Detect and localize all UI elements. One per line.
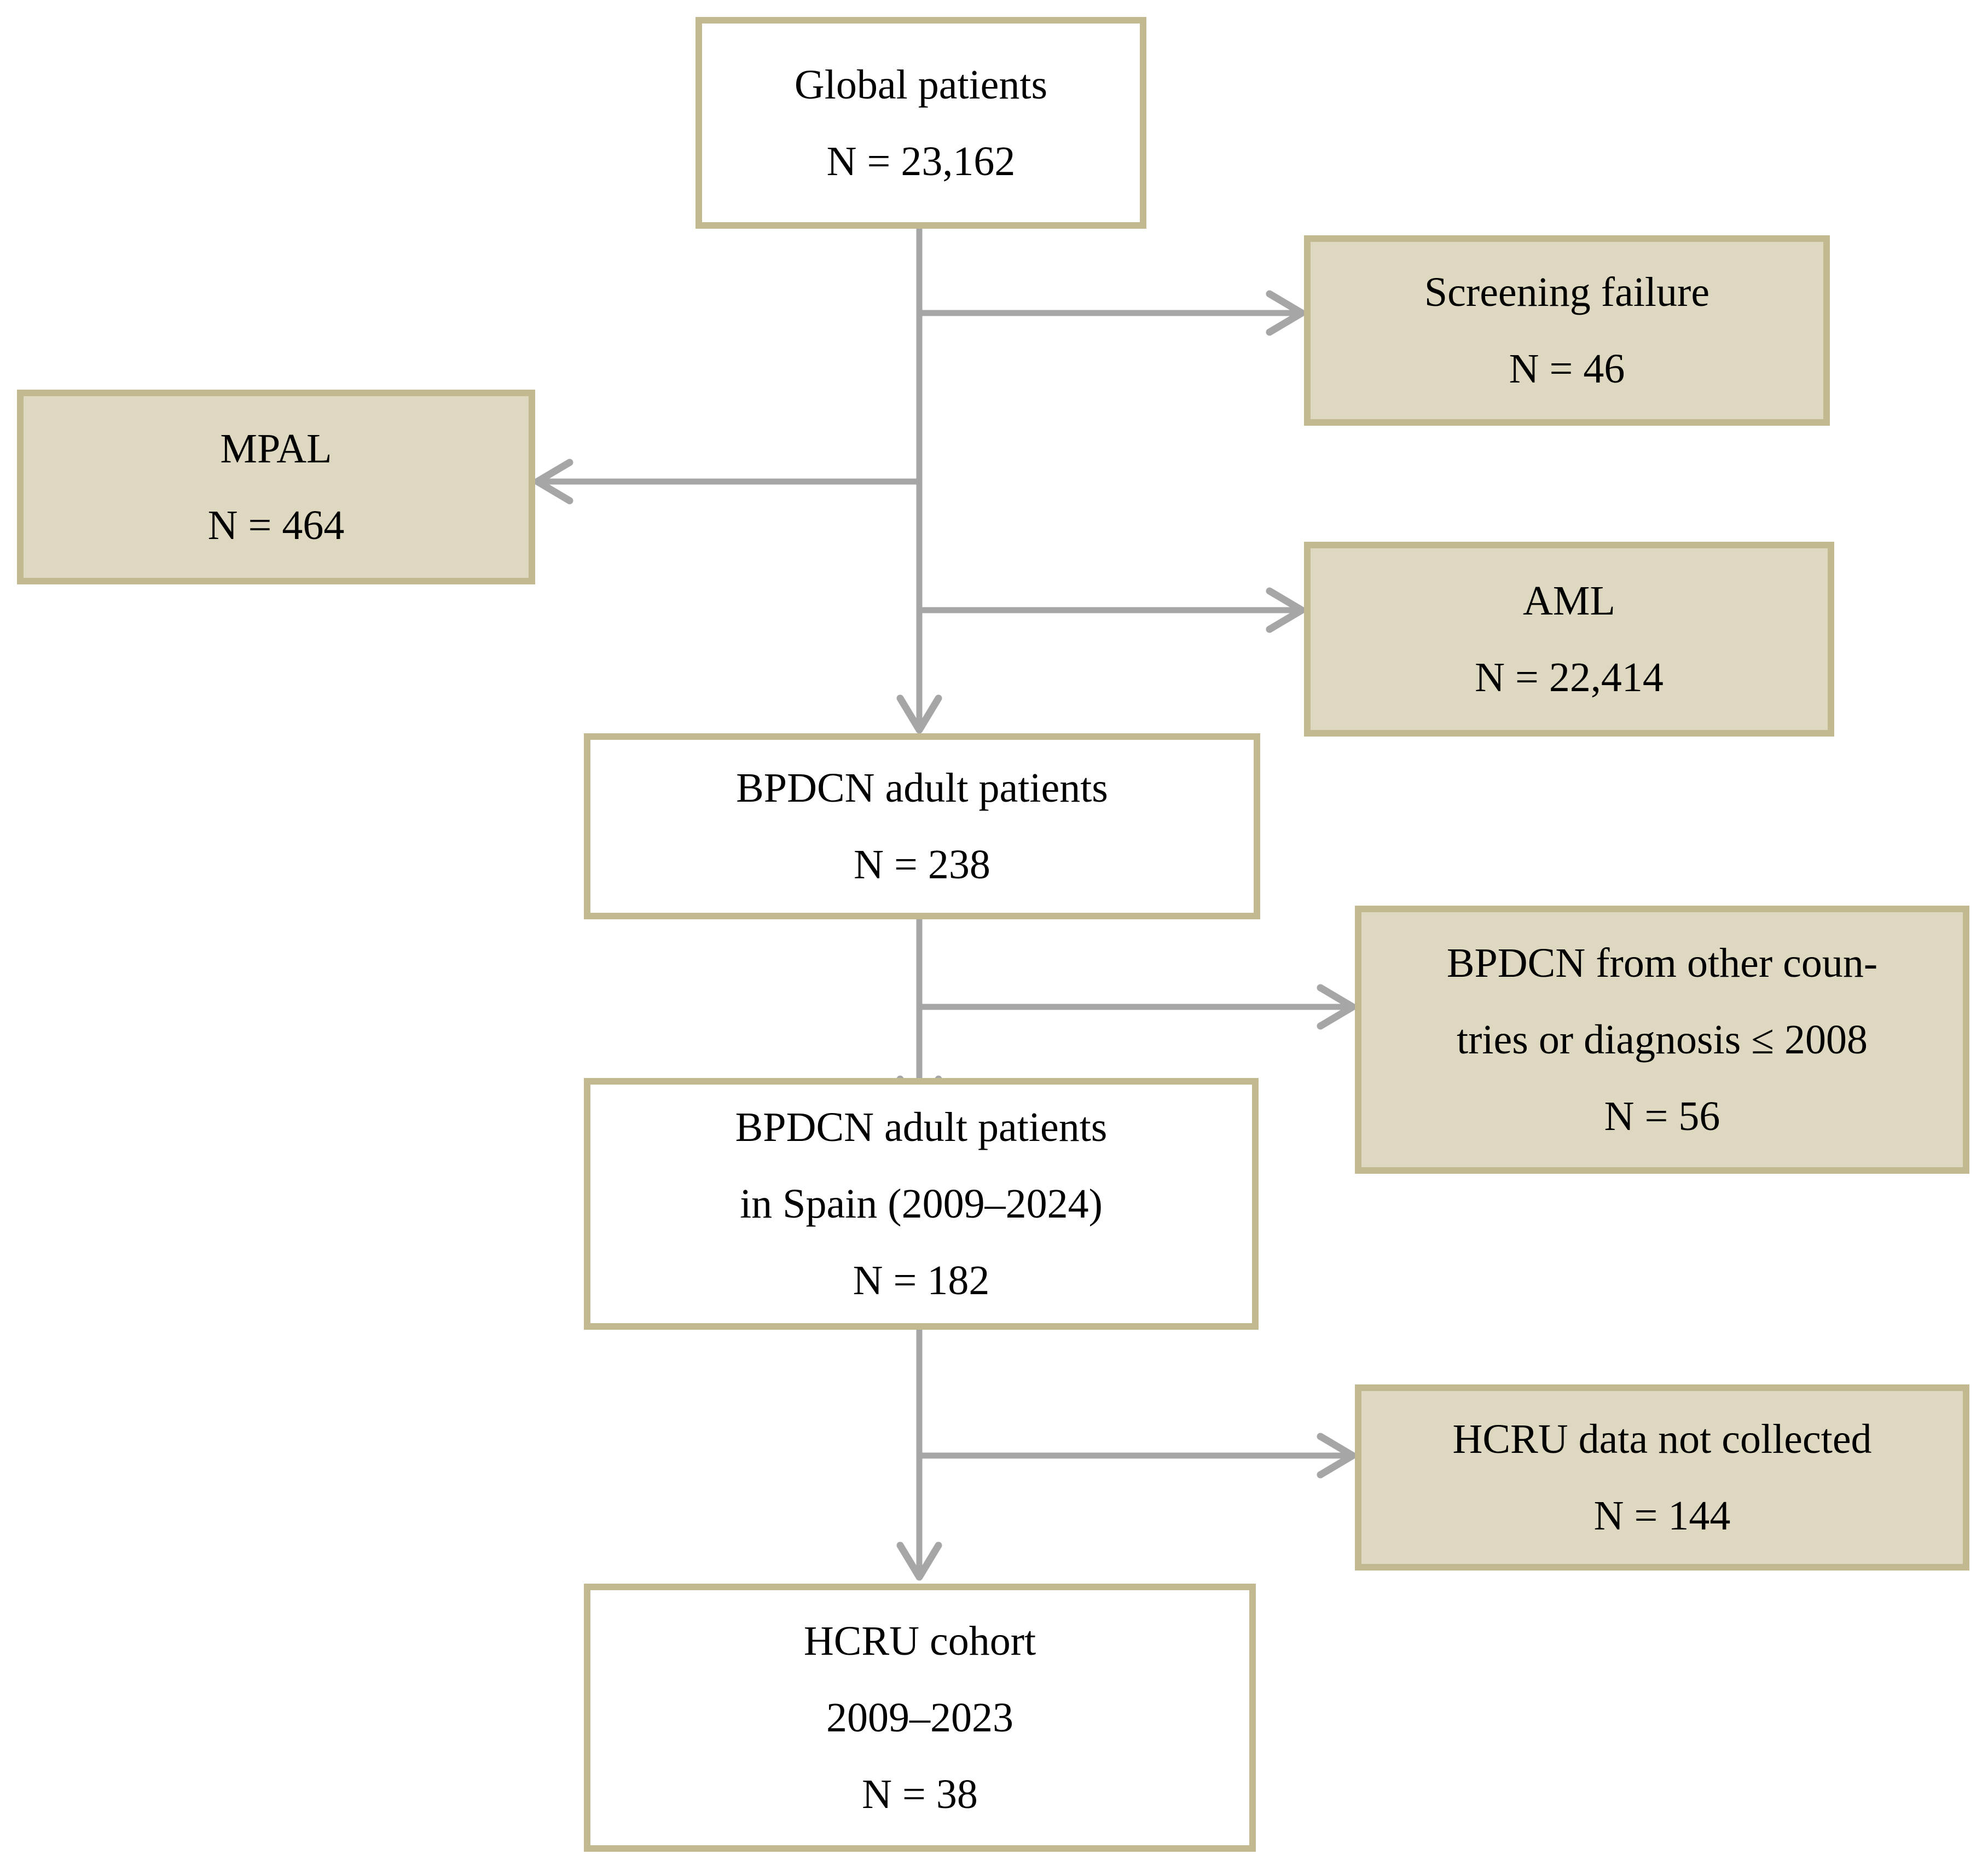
box-count: N = 22,414 bbox=[1475, 654, 1664, 700]
box-count: N = 238 bbox=[854, 842, 990, 888]
arrow-right-icon bbox=[1317, 1433, 1357, 1479]
box-title: BPDCN from other coun- bbox=[1446, 940, 1878, 986]
box-title: HCRU cohort bbox=[803, 1618, 1036, 1664]
flow-box-hcru-data-not-collected: HCRU data not collected N = 144 bbox=[1355, 1384, 1969, 1571]
flow-box-hcru-cohort: HCRU cohort 2009–2023 N = 38 bbox=[584, 1584, 1256, 1852]
flow-box-bpdcn-adult-patients: BPDCN adult patients N = 238 bbox=[584, 733, 1260, 919]
box-count: N = 464 bbox=[207, 502, 345, 548]
box-title: MPAL bbox=[220, 426, 332, 472]
box-title: HCRU data not collected bbox=[1452, 1416, 1872, 1462]
flow-box-aml: AML N = 22,414 bbox=[1304, 542, 1834, 737]
box-title-line2: tries or diagnosis ≤ 2008 bbox=[1457, 1017, 1868, 1063]
box-title: AML bbox=[1523, 578, 1615, 624]
arrow-right-icon bbox=[1266, 587, 1306, 633]
flow-box-global-patients: Global patients N = 23,162 bbox=[695, 17, 1146, 229]
box-count: N = 23,162 bbox=[826, 138, 1016, 184]
box-count: N = 46 bbox=[1509, 346, 1625, 392]
box-title: BPDCN adult patients bbox=[735, 1104, 1108, 1150]
box-title: BPDCN adult patients bbox=[736, 765, 1108, 811]
flow-box-bpdcn-other-countries: BPDCN from other coun- tries or diagnosi… bbox=[1355, 906, 1969, 1174]
arrow-right-icon bbox=[1266, 290, 1306, 336]
flow-box-mpal: MPAL N = 464 bbox=[17, 390, 535, 584]
flow-box-bpdcn-adult-patients-spain: BPDCN adult patients in Spain (2009–2024… bbox=[584, 1078, 1259, 1330]
box-title: Global patients bbox=[794, 61, 1048, 108]
arrow-down-icon bbox=[896, 694, 942, 734]
box-count: N = 144 bbox=[1593, 1493, 1731, 1539]
box-period: 2009–2023 bbox=[826, 1695, 1013, 1741]
box-count: N = 56 bbox=[1604, 1093, 1720, 1139]
box-title: Screening failure bbox=[1424, 269, 1710, 315]
flow-box-screening-failure: Screening failure N = 46 bbox=[1304, 235, 1830, 426]
box-count: N = 38 bbox=[862, 1771, 978, 1817]
arrow-down-icon bbox=[896, 1542, 942, 1581]
box-title-line2: in Spain (2009–2024) bbox=[740, 1181, 1103, 1227]
arrow-right-icon bbox=[1317, 984, 1357, 1030]
box-count: N = 182 bbox=[853, 1257, 990, 1303]
arrow-left-icon bbox=[534, 459, 573, 505]
